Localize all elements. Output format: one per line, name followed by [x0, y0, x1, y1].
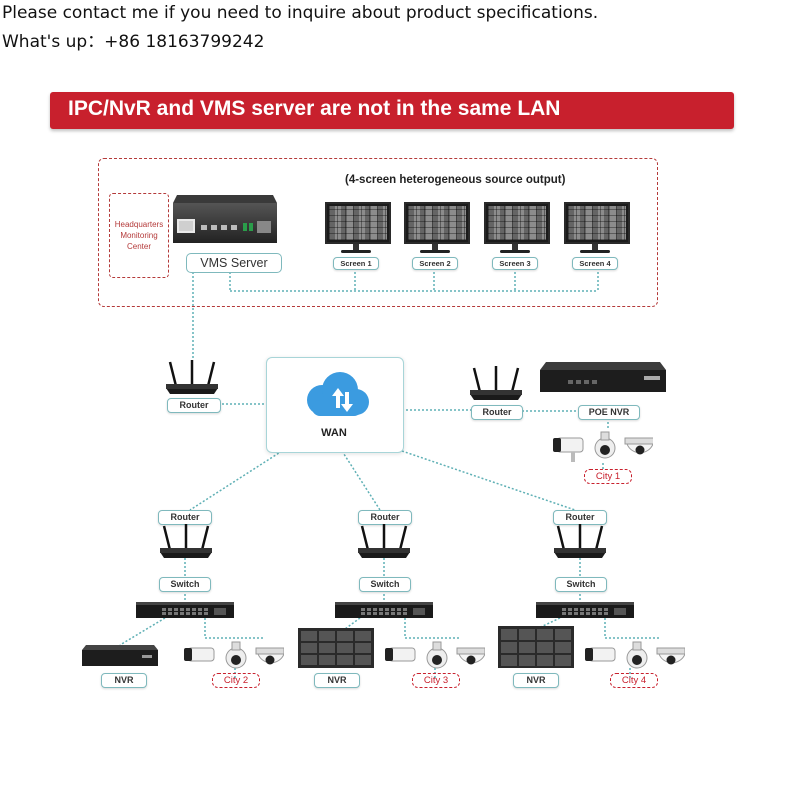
server-icon	[173, 195, 277, 243]
city-2-label: City 2	[212, 673, 260, 688]
switch-icon	[335, 602, 433, 618]
router-icon	[160, 524, 212, 558]
screen-1-label: Screen 1	[333, 257, 379, 270]
poe-nvr-label: POE NVR	[578, 405, 640, 420]
nvr-icon	[298, 628, 374, 668]
phone-line: What's up：+86 18163799242	[2, 32, 265, 52]
switch-label: Switch	[555, 577, 607, 592]
camera-icon	[585, 641, 685, 669]
city-4-label: City 4	[610, 673, 658, 688]
router-icon	[166, 360, 218, 394]
vms-server-label: VMS Server	[186, 253, 282, 273]
wan-label: WAN	[321, 427, 347, 439]
camera-icon	[184, 641, 284, 669]
nvr-label: NVR	[314, 673, 360, 688]
nvr-label: NVR	[513, 673, 559, 688]
nvr-icon	[82, 645, 158, 666]
screen-2-label: Screen 2	[412, 257, 458, 270]
banner-title: IPC/NvR and VMS server are not in the sa…	[68, 97, 561, 120]
switch-icon	[536, 602, 634, 618]
camera-icon	[385, 641, 485, 669]
switch-label: Switch	[359, 577, 411, 592]
router-label: Router	[471, 405, 523, 420]
router-icon	[470, 366, 522, 400]
switch-label: Switch	[159, 577, 211, 592]
router-icon	[358, 524, 410, 558]
monitor-icon	[325, 202, 391, 244]
camera-icon	[553, 431, 653, 462]
switch-icon	[136, 602, 234, 618]
router-label: Router	[158, 510, 212, 525]
screen-3-label: Screen 3	[492, 257, 538, 270]
monitor-icon	[564, 202, 630, 244]
monitor-icon	[484, 202, 550, 244]
headquarters-label: Headquarters Monitoring Center	[109, 193, 169, 278]
router-label: Router	[167, 398, 221, 413]
nvr-icon	[540, 362, 666, 392]
router-label: Router	[553, 510, 607, 525]
router-icon	[554, 524, 606, 558]
router-label: Router	[358, 510, 412, 525]
city-3-label: City 3	[412, 673, 460, 688]
headquarters-area	[98, 158, 658, 307]
screen-4-label: Screen 4	[572, 257, 618, 270]
nvr-icon	[498, 626, 574, 668]
monitor-icon	[404, 202, 470, 244]
city-1-label: City 1	[584, 469, 632, 484]
title-banner: IPC/NvR and VMS server are not in the sa…	[50, 92, 734, 129]
contact-line: Please contact me if you need to inquire…	[2, 3, 599, 23]
nvr-label: NVR	[101, 673, 147, 688]
output-caption: (4-screen heterogeneous source output)	[345, 174, 566, 186]
cloud-icon	[307, 372, 369, 416]
